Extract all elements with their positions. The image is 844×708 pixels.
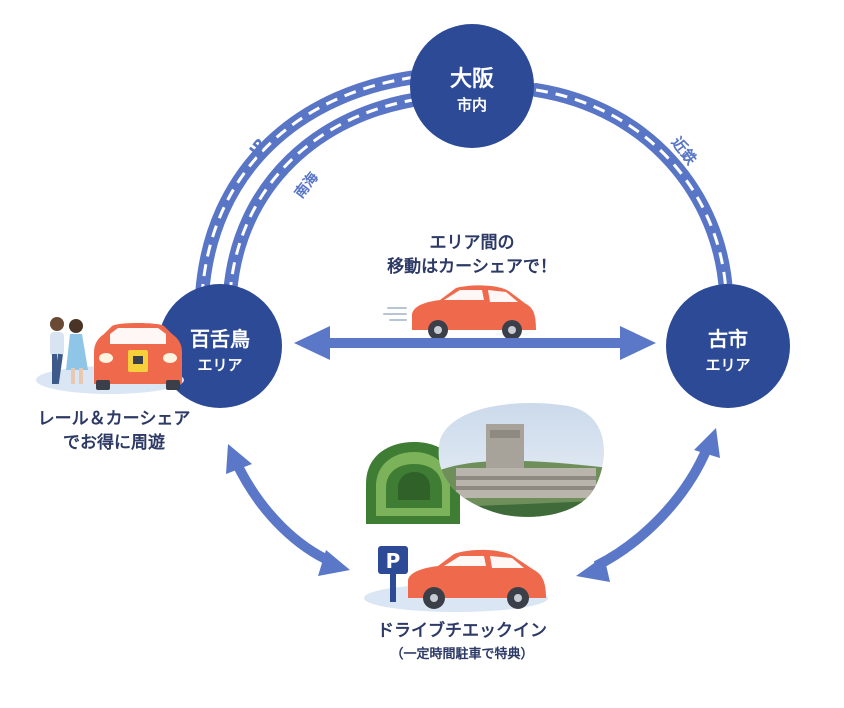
- left-caption-line1: レール＆カーシェア: [38, 409, 191, 429]
- walking-couple-icon: [50, 317, 88, 385]
- mozu-hub-title: 百舌鳥: [190, 327, 250, 351]
- kintetsu-rail-line: [529, 83, 733, 299]
- parking-sign-letter: P: [386, 549, 401, 573]
- furuichi-hub: 古市 エリア: [666, 284, 790, 408]
- parking-sign-icon: P: [378, 546, 408, 602]
- furuichi-hub-subtitle: エリア: [705, 356, 750, 374]
- kofun-mound-icon: [366, 442, 460, 524]
- furuichi-checkin-arrow: [576, 428, 720, 582]
- nankai-label: 南海: [291, 169, 322, 202]
- motion-lines: [383, 307, 407, 321]
- furuichi-hub-title: 古市: [708, 327, 748, 351]
- bottom-caption-line2: （一定時間駐車で特典）: [390, 646, 533, 662]
- osaka-hub-circle: [410, 24, 534, 148]
- jr-rail-line: [195, 69, 431, 303]
- mozu-hub-circle: [158, 284, 282, 408]
- nankai-rail-line: [223, 91, 433, 301]
- mozu-hub: 百舌鳥 エリア: [158, 284, 282, 408]
- osaka-hub-title: 大阪: [450, 67, 494, 92]
- osaka-hub: 大阪 市内: [410, 24, 534, 148]
- center-text-line1: エリア間の: [430, 233, 515, 253]
- center-text-line2: 移動はカーシェアで！: [387, 256, 557, 277]
- bottom-caption-line1: ドライブチエックイン: [377, 620, 547, 641]
- front-car-icon: [94, 323, 182, 390]
- mozu-checkin-arrow: [226, 444, 350, 576]
- furuichi-hub-circle: [666, 284, 790, 408]
- mozu-furuichi-arrow: [294, 326, 656, 360]
- side-car-icon: [408, 549, 546, 609]
- center-car-icon: [412, 285, 536, 340]
- mozu-hub-subtitle: エリア: [197, 356, 242, 374]
- left-caption-line2: でお得に周遊: [63, 432, 165, 453]
- osaka-hub-subtitle: 市内: [457, 96, 487, 114]
